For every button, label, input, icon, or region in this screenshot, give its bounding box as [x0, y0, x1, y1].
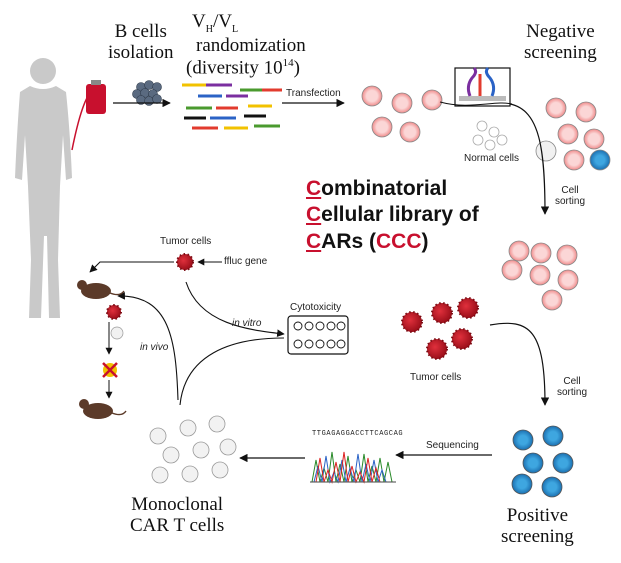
tumor-cell-ffluc-icon: [176, 253, 194, 271]
in-vivo-killing-icon: [102, 304, 124, 399]
tumor-cells-cluster-icon: [401, 297, 479, 360]
car-construct-panel: [454, 66, 511, 107]
label-tumor-cells-top: Tumor cells: [160, 236, 212, 247]
label-randomization: randomization: [196, 35, 306, 56]
arrow-in-vitro-bottom: [179, 337, 285, 406]
blood-bag-icon: [71, 80, 106, 151]
label-sequence: TTGAGAGGACCTTCAGCAG: [312, 430, 404, 438]
sorted-cells-mid: [501, 240, 579, 311]
monoclonal-car-t-cells: [149, 415, 237, 484]
arrow-to-mouse: [89, 261, 174, 273]
b-cells-cluster-icon: [132, 80, 162, 106]
label-vh-vl: VH/VL: [192, 11, 239, 35]
arrow-cell-sorting-1: [509, 103, 550, 215]
label-tumor-cells-mid: Tumor cells: [410, 372, 462, 383]
arrow-in-vitro-top: [185, 281, 285, 338]
label-diversity: (diversity 1014): [186, 57, 300, 79]
mouse-icon-bottom: [79, 399, 127, 419]
label-sequencing: Sequencing: [426, 440, 479, 451]
human-silhouette-icon: [15, 58, 72, 318]
positive-screening-cells: [511, 425, 574, 498]
normal-cells-icon: [472, 120, 508, 151]
label-in-vitro: in vitro: [232, 318, 262, 329]
car-cell-cluster-top: [361, 85, 443, 143]
negative-screening-cells: [535, 97, 611, 171]
arrow-in-vivo: [117, 292, 179, 401]
label-normal-cells: Normal cells: [464, 153, 520, 164]
label-ffluc-gene: ffluc gene: [224, 256, 268, 267]
arrow-cell-sorting-2: [489, 322, 550, 406]
label-in-vivo: in vivo: [140, 342, 169, 353]
vh-vl-segments: [182, 83, 282, 130]
mouse-icon-top: [77, 280, 125, 299]
cytotoxicity-plate-icon: [287, 315, 349, 355]
label-cytotoxicity: Cytotoxicity: [290, 302, 342, 313]
title-ccc: Combinatorial Cellular library of CARs (…: [306, 177, 479, 253]
sequencing-chromatogram-icon: [310, 451, 396, 484]
label-transfection: Transfection: [286, 88, 341, 99]
